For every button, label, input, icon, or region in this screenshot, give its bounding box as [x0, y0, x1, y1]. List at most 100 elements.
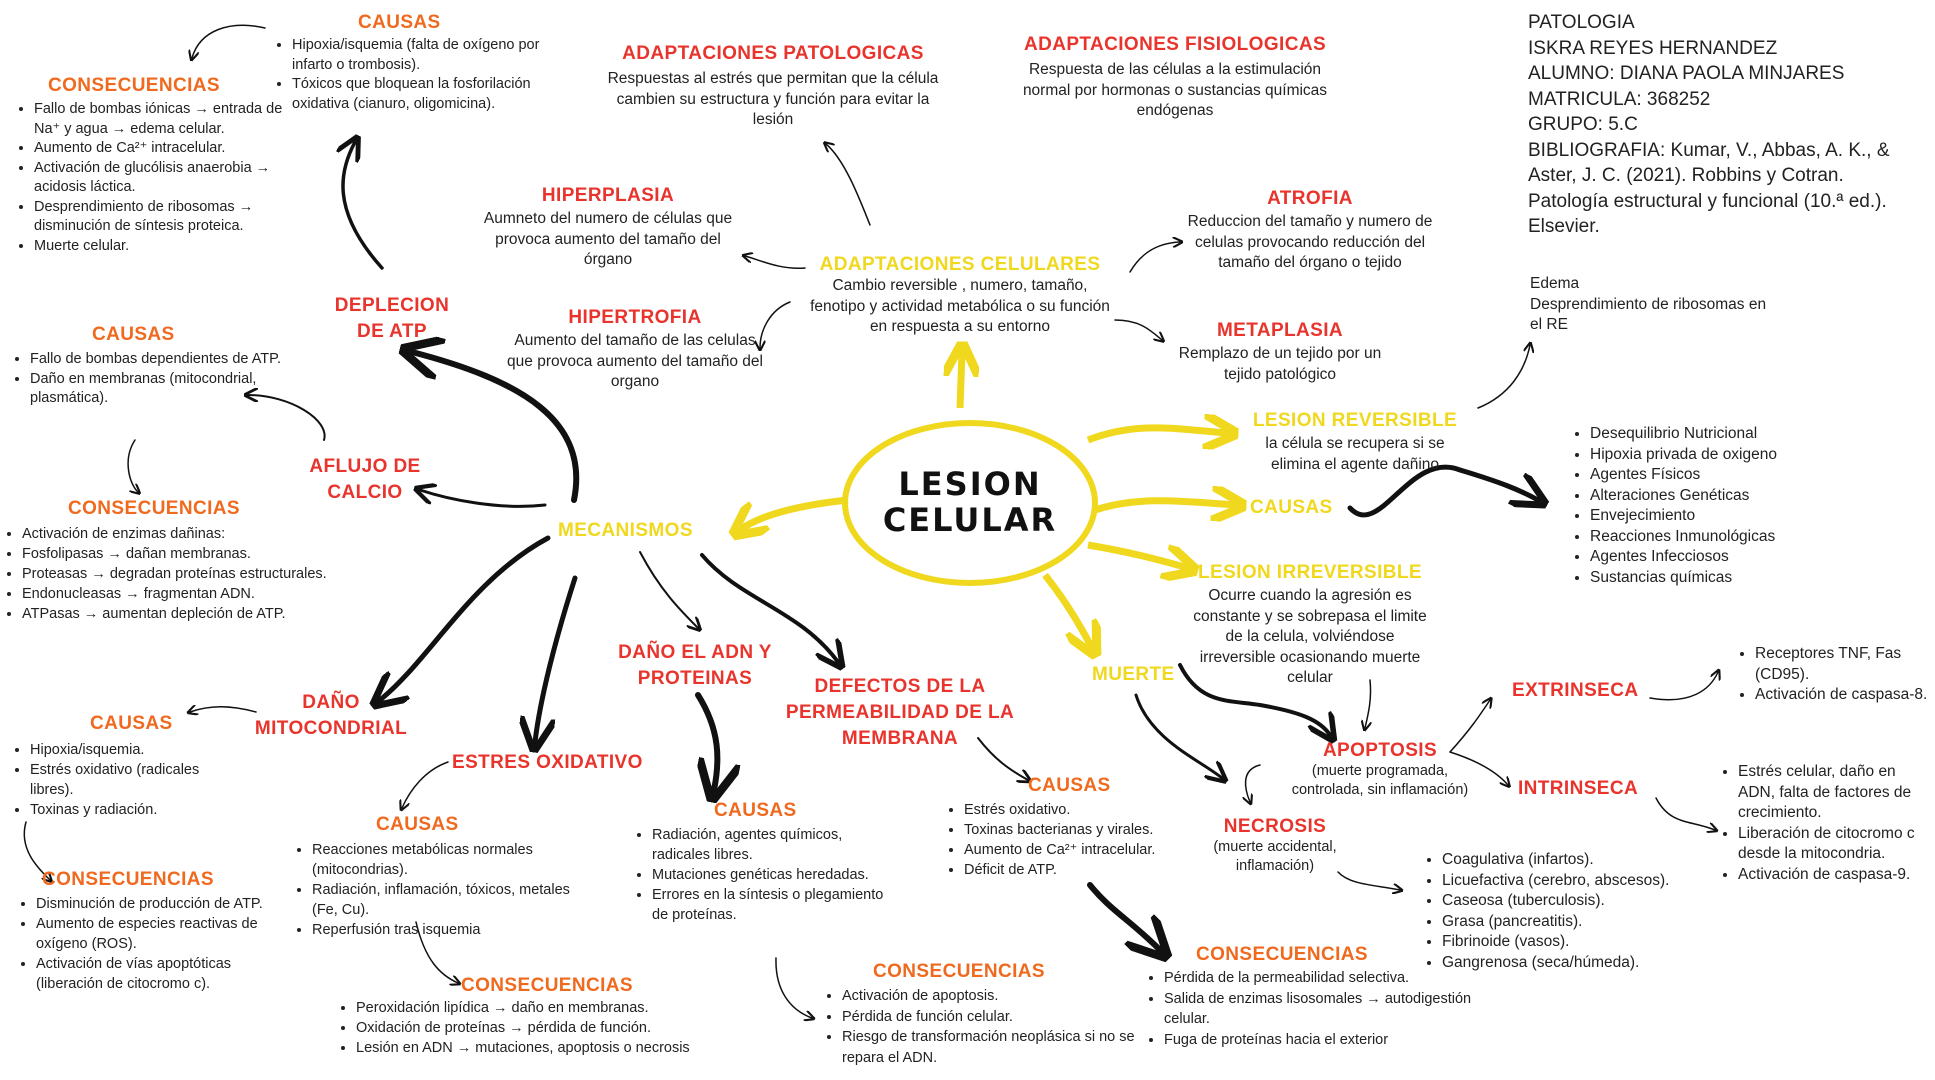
adapt-patologicas-node: ADAPTACIONES PATOLOGICAS Respuestas al e…	[598, 43, 948, 131]
apoptosis-text: (muerte programada, controlada, sin infl…	[1291, 763, 1469, 798]
info-line: Elsevier.	[1528, 216, 1600, 237]
arrow-to-irreversible	[1087, 541, 1188, 568]
muerte-title: MUERTE	[1092, 664, 1175, 685]
membrana-causas-list: Estrés oxidativo. Toxinas bacterianas y …	[944, 800, 1214, 880]
list-item: Liberación de citocromo c desde la mitoc…	[1738, 824, 1923, 865]
list-item: Alteraciones Genéticas	[1590, 486, 1910, 507]
list-item: Radiación, inflamación, tóxicos, metales…	[312, 880, 582, 920]
metaplasia-title: METAPLASIA	[1216, 320, 1344, 341]
deplecion-causas-title: CAUSAS	[358, 12, 441, 33]
list-item: Reacciones metabólicas normales (mitocon…	[312, 840, 582, 880]
atrofia-node: ATROFIA Reduccion del tamaño y numero de…	[1175, 188, 1445, 274]
mecanismos-title: MECANISMOS	[558, 520, 693, 541]
intrinseca-title: INTRINSECA	[1518, 778, 1639, 799]
mito-consec-list: Disminución de producción de ATP. Aument…	[16, 894, 291, 994]
list-item: Tóxicos que bloquean la fosforilación ox…	[292, 75, 562, 114]
aflujo-calcio-title: AFLUJO DE CALCIO	[290, 454, 440, 506]
lesion-reversible-title: LESION REVERSIBLE	[1252, 410, 1458, 431]
list-item: Estrés celular, daño en ADN, falta de fa…	[1738, 762, 1923, 824]
dano-adn-title-l1: DAÑO EL ADN Y	[618, 642, 772, 663]
lesion-reversible-text: la célula se recupera si se elimina el a…	[1265, 435, 1445, 473]
estres-consec-title: CONSECUENCIAS	[461, 975, 633, 996]
list-item: Reacciones Inmunológicas	[1590, 527, 1910, 548]
estres-causas-title: CAUSAS	[376, 814, 459, 835]
adn-causas-list: Radiación, agentes químicos, radicales l…	[632, 825, 892, 925]
defectos-membrana-title-l3: MEMBRANA	[841, 728, 959, 749]
list-item: Fosfolipasas → dañan membranas.	[22, 544, 332, 564]
lesion-irreversible-node: LESION IRREVERSIBLE Ocurre cuando la agr…	[1190, 562, 1430, 689]
list-item: Activación de enzimas dañinas:	[22, 524, 332, 544]
dano-adn-title-l2: PROTEINAS	[637, 668, 753, 689]
list-item: Pérdida de función celular.	[842, 1007, 1142, 1028]
necrosis-node: NECROSIS (muerte accidental, inflamación…	[1195, 816, 1355, 876]
list-item: Fallo de bombas iónicas → entrada de Na⁺…	[34, 100, 304, 139]
info-line: MATRICULA: 368252	[1528, 88, 1711, 110]
adn-consec-list: Activación de apoptosis. Pérdida de func…	[822, 986, 1142, 1068]
aflujo-calcio-title-l2: CALCIO	[327, 482, 403, 503]
list-item: Estrés oxidativo (radicales libres).	[30, 760, 240, 800]
dano-mitocondrial-title-l1: DAÑO	[302, 692, 360, 713]
lesion-reversible-node: LESION REVERSIBLE la célula se recupera …	[1245, 410, 1465, 475]
list-item: Activación de glucólisis anaerobia → aci…	[34, 159, 304, 198]
list-item: Licuefactiva (cerebro, abscesos).	[1442, 871, 1722, 892]
aflujo-causas-title: CAUSAS	[92, 324, 175, 345]
list-item: Fibrinoide (vasos).	[1442, 932, 1722, 953]
info-line: Patología estructural y funcional (10.ª …	[1528, 190, 1887, 212]
aflujo-causas-list: Fallo de bombas dependientes de ATP. Dañ…	[10, 350, 285, 409]
list-item: Agentes Infecciosos	[1590, 547, 1910, 568]
list-item: Toxinas y radiación.	[30, 800, 240, 820]
deplecion-atp-title: DEPLECION DE ATP	[322, 293, 462, 345]
necrosis-list: Coagulativa (infartos). Licuefactiva (ce…	[1422, 850, 1722, 973]
center-title: LESION CELULAR	[870, 466, 1070, 538]
list-item: Pérdida de la permeabilidad selectiva.	[1164, 968, 1474, 989]
deplecion-causas-list: Hipoxia/isquemia (falta de oxígeno por i…	[272, 36, 562, 114]
necrosis-text: (muerte accidental, inflamación)	[1213, 839, 1337, 874]
adn-causas-title: CAUSAS	[714, 800, 797, 821]
list-item: Lesión en ADN → mutaciones, apoptosis o …	[356, 1038, 776, 1058]
arrow-to-mecanismos	[740, 496, 849, 530]
info-line: GRUPO: 5.C	[1528, 114, 1638, 135]
list-item: Coagulativa (infartos).	[1442, 850, 1722, 871]
list-item: Errores en la síntesis o plegamiento de …	[652, 885, 892, 925]
list-item: Caseosa (tuberculosis).	[1442, 891, 1722, 912]
hipertrofia-node: HIPERTROFIA Aumento del tamaño de las ce…	[500, 307, 770, 393]
info-line: BIBLIOGRAFIA: Kumar, V., Abbas, A. K., &	[1528, 139, 1890, 161]
list-item: Riesgo de transformación neoplásica si n…	[842, 1027, 1142, 1068]
defectos-membrana-title-l1: DEFECTOS DE LA	[814, 676, 986, 697]
reversible-note-line: Edema	[1530, 275, 1580, 292]
list-item: Activación de caspasa-9.	[1738, 865, 1923, 886]
list-item: Hipoxia/isquemia.	[30, 740, 240, 760]
apoptosis-node: APOPTOSIS (muerte programada, controlada…	[1280, 740, 1480, 800]
list-item: ATPasas → aumentan depleción de ATP.	[22, 604, 332, 624]
reversible-note: Edema Desprendimiento de ribosomas en el…	[1530, 274, 1830, 336]
list-item: Salida de enzimas lisosomales → autodige…	[1164, 989, 1474, 1030]
list-item: Endonucleasas → fragmentan ADN.	[22, 584, 332, 604]
info-block: PATOLOGIA ISKRA REYES HERNANDEZ ALUMNO: …	[1528, 10, 1908, 240]
info-line: ISKRA REYES HERNANDEZ	[1528, 37, 1778, 59]
list-item: Toxinas bacterianas y virales.	[964, 820, 1214, 840]
list-item: Oxidación de proteínas → pérdida de func…	[356, 1018, 776, 1038]
membrana-consec-title: CONSECUENCIAS	[1196, 944, 1368, 965]
center-line-1: LESION	[898, 465, 1042, 503]
defectos-membrana-title-l2: PERMEABILIDAD DE LA	[785, 702, 1015, 723]
intrinseca-list: Estrés celular, daño en ADN, falta de fa…	[1718, 762, 1923, 885]
list-item: Hipoxia/isquemia (falta de oxígeno por i…	[292, 36, 562, 75]
aflujo-calcio-title-l1: AFLUJO DE	[309, 456, 421, 477]
list-item: Activación de apoptosis.	[842, 986, 1142, 1007]
dano-mitocondrial-title: DAÑO MITOCONDRIAL	[246, 690, 416, 742]
adn-consec-title: CONSECUENCIAS	[873, 961, 1045, 982]
adapt-patologicas-title: ADAPTACIONES PATOLOGICAS	[622, 43, 924, 64]
info-line: Aster, J. C. (2021). Robbins y Cotran.	[1528, 165, 1844, 186]
list-item: Activación de caspasa-8.	[1755, 685, 1935, 706]
list-item: Daño en membranas (mitocondrial, plasmát…	[30, 370, 285, 409]
lesion-irreversible-title: LESION IRREVERSIBLE	[1197, 562, 1423, 583]
list-item: Desprendimiento de ribosomas → disminuci…	[34, 198, 304, 237]
estres-consec-list: Peroxidación lipídica → daño en membrana…	[336, 998, 776, 1058]
arrow-to-causas	[1093, 501, 1236, 510]
metaplasia-node: METAPLASIA Remplazo de un tejido por un …	[1160, 320, 1400, 385]
list-item: Disminución de producción de ATP.	[36, 894, 291, 914]
hiperplasia-node: HIPERPLASIA Aumneto del numero de célula…	[473, 185, 743, 271]
info-line: ALUMNO: DIANA PAOLA MINJARES	[1528, 63, 1845, 84]
adapt-fisiologicas-title: ADAPTACIONES FISIOLOGICAS	[1023, 34, 1327, 55]
apoptosis-title: APOPTOSIS	[1322, 740, 1438, 761]
